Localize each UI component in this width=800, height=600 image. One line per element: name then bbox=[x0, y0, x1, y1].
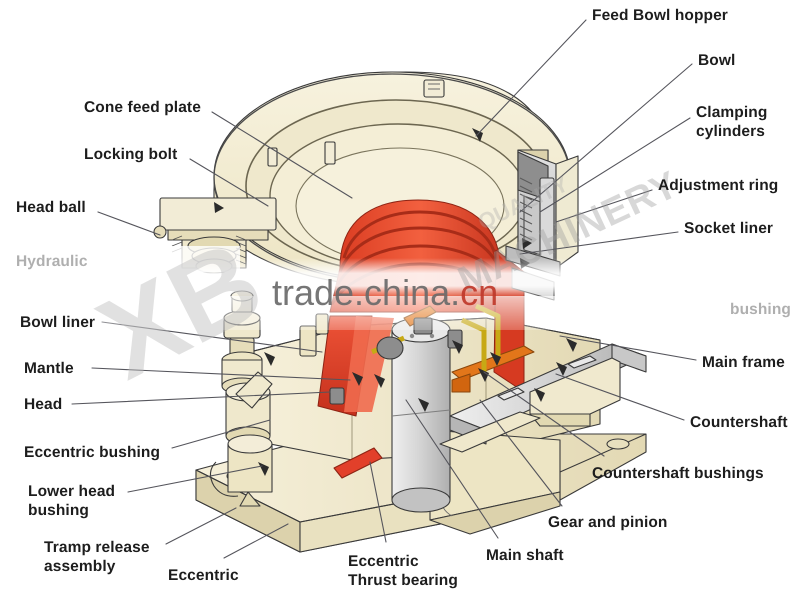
leader-gear-and-pinion bbox=[479, 399, 563, 507]
callout-label-gear-and-pinion: Gear and pinion bbox=[548, 514, 668, 531]
callout-label-main-shaft: Main shaft bbox=[486, 547, 564, 564]
leader-countershaft bbox=[555, 373, 685, 421]
leader-bowl-liner bbox=[101, 321, 323, 353]
leader-feed-bowl-hopper bbox=[475, 19, 587, 137]
leader-eccentric bbox=[223, 523, 289, 559]
callout-label-head-ball: Head ball bbox=[16, 199, 86, 216]
leader-mantle bbox=[91, 367, 351, 381]
callout-label-locking-bolt: Locking bolt bbox=[84, 146, 178, 163]
leader-locking-bolt bbox=[189, 158, 269, 207]
callout-label-head: Head bbox=[24, 396, 63, 413]
head-ball-sphere bbox=[153, 225, 167, 239]
callout-label-mantle: Mantle bbox=[24, 360, 74, 377]
callout-label-bowl: Bowl bbox=[698, 52, 736, 69]
leader-main-shaft bbox=[405, 399, 499, 539]
callout-label-main-frame: Main frame bbox=[702, 354, 785, 371]
leader-main-frame bbox=[559, 335, 697, 361]
callout-label-countershaft-bushings: Countershaft bushings bbox=[592, 465, 764, 482]
leader-lower-head-bushing bbox=[127, 465, 263, 493]
callout-label-eccentric: Eccentric bbox=[168, 567, 239, 584]
callout-label-socket-liner: Socket liner bbox=[684, 220, 774, 237]
leader-cone-feed-plate bbox=[211, 111, 353, 199]
leader-adjustment-ring bbox=[555, 189, 653, 223]
leader-clamping-cylinders bbox=[539, 117, 691, 213]
countershaft-assembly bbox=[439, 343, 647, 453]
callout-label-feed-bowl-hopper: Feed Bowl hopper bbox=[592, 7, 728, 24]
callout-label-eccentric-bushing: Eccentric bushing bbox=[24, 444, 161, 461]
leader-bowl bbox=[519, 63, 693, 213]
callout-label-adjustment-ring: Adjustment ring bbox=[658, 177, 779, 194]
callout-label-eccentric-thrust-bearing: Eccentric Thrust bearing bbox=[348, 553, 458, 589]
leader-countershaft-bushings bbox=[483, 371, 605, 457]
tramp-release-cylinder bbox=[333, 447, 383, 479]
callout-label-lower-head-bushing: Lower head bushing bbox=[28, 483, 116, 519]
callout-label-tramp-release-assembly: Tramp release assembly bbox=[44, 539, 150, 575]
leader-head bbox=[71, 391, 331, 405]
leader-eccentric-thrust bbox=[369, 461, 387, 543]
callout-label-upper-head-bushing: bushing bbox=[730, 301, 791, 318]
leader-eccentric-bushing bbox=[171, 419, 271, 449]
machine-body bbox=[153, 71, 647, 553]
clamping-threads bbox=[519, 177, 533, 241]
leader-head-ball bbox=[97, 211, 161, 236]
callout-label-hydraulic: Hydraulic bbox=[16, 253, 88, 270]
callout-label-countershaft: Countershaft bbox=[690, 414, 788, 431]
leader-tramp-release bbox=[165, 507, 237, 545]
callout-label-bowl-liner: Bowl liner bbox=[20, 314, 96, 331]
callout-label-cone-feed-plate: Cone feed plate bbox=[84, 99, 201, 116]
leader-socket-liner bbox=[519, 231, 679, 255]
callout-label-clamping-cylinders: Clamping cylinders bbox=[696, 104, 768, 140]
